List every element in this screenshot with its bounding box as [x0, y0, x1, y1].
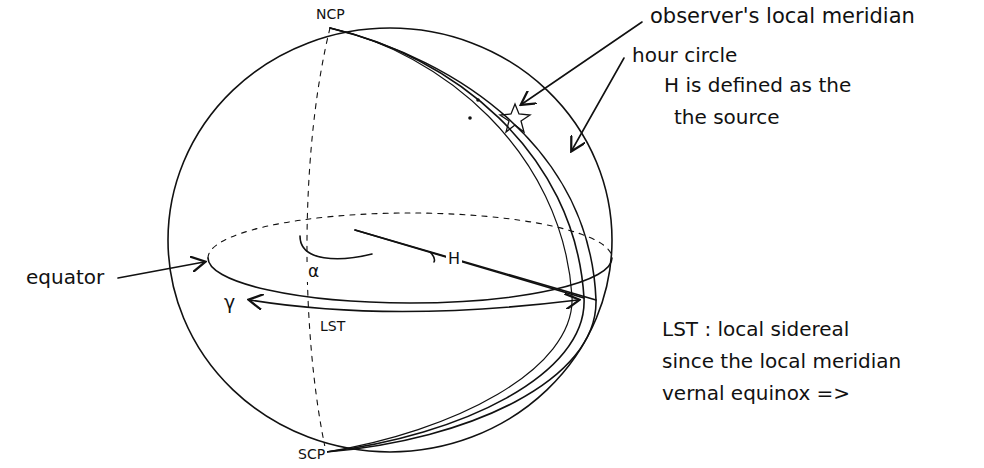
arc-label: LST	[318, 318, 347, 334]
note-label: observer's local meridian	[648, 4, 917, 28]
pole-label: NCP	[314, 6, 347, 22]
sphere-outline	[168, 28, 612, 452]
note-label: equator	[24, 266, 106, 289]
angle-arc	[430, 252, 435, 262]
local-meridian-line	[326, 28, 584, 452]
equator-back	[208, 213, 612, 258]
pole-label: SCP	[296, 446, 327, 462]
angle-arc	[300, 236, 372, 259]
angle-label: α	[306, 262, 321, 282]
meridian-line	[326, 28, 572, 452]
lst-arrow	[250, 300, 578, 311]
note-label: hour circle	[630, 44, 739, 67]
leader-arrow	[522, 22, 642, 104]
note-label: vernal equinox =>	[660, 382, 852, 405]
note-label: LST : local sidereal	[660, 318, 851, 341]
dot	[476, 98, 480, 102]
note-label: the source	[672, 106, 782, 129]
leader-arrow	[118, 262, 204, 278]
hour-circle-line	[326, 28, 596, 452]
dot	[468, 116, 472, 120]
note-label: since the local meridian	[660, 350, 903, 373]
leader-arrow	[572, 58, 624, 150]
star-symbol	[500, 104, 530, 132]
note-label: H is defined as the	[662, 74, 853, 97]
equator-front	[208, 258, 612, 303]
point-label: γ	[222, 292, 237, 314]
angle-label: H	[446, 250, 462, 268]
radius-line	[355, 230, 596, 300]
back-meridian	[307, 28, 330, 452]
